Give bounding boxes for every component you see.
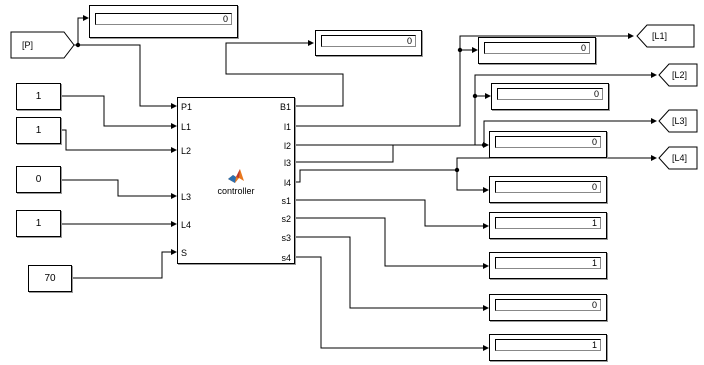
junction-l3 <box>481 142 487 148</box>
display-l4[interactable]: 0 <box>489 176 607 203</box>
wire-l1 <box>295 47 478 127</box>
constant-value: 0 <box>35 174 42 185</box>
wire-const2-l2 <box>61 129 177 153</box>
display-value: 0 <box>497 88 603 100</box>
display-value: 0 <box>321 35 416 47</box>
display-l2[interactable]: 0 <box>491 83 609 110</box>
junction-l2 <box>472 93 478 99</box>
wire-l3-tag <box>483 118 657 145</box>
port-out-s2: s2 <box>281 214 291 224</box>
display-s3[interactable]: 0 <box>489 294 607 321</box>
display-value: 0 <box>495 299 601 311</box>
tag-l4-shape <box>658 146 698 170</box>
tag-l1-shape <box>636 24 695 48</box>
wire-p-to-p1 <box>63 44 177 109</box>
constant-block-3[interactable]: 0 <box>16 166 61 193</box>
goto-tag-label: [P] <box>22 40 34 50</box>
constant-value: 1 <box>35 218 42 229</box>
display-value: 1 <box>495 217 601 229</box>
wire-const1-l1 <box>61 95 177 129</box>
wire-l4 <box>295 169 489 193</box>
port-out-l4: l4 <box>283 178 291 188</box>
display-value: 0 <box>95 13 232 25</box>
constant-value: 1 <box>35 125 42 136</box>
port-in-l2: L2 <box>181 146 192 156</box>
wire-l3 <box>295 142 489 163</box>
wire-s4 <box>295 256 489 351</box>
wire-s1 <box>295 199 489 229</box>
port-out-b1: B1 <box>279 102 291 112</box>
wire-s3 <box>295 236 489 311</box>
display-value: 1 <box>495 257 601 269</box>
tag-l3-label: [L3] <box>672 116 688 126</box>
port-in-l3: L3 <box>181 192 192 202</box>
port-out-l3: l3 <box>283 158 291 168</box>
wire-l2-tag <box>474 72 657 96</box>
port-out-s4: s4 <box>281 253 291 263</box>
constant-block-2[interactable]: 1 <box>16 117 61 144</box>
wire-p-to-display <box>77 15 89 45</box>
display-value: 1 <box>495 339 601 351</box>
port-out-s1: s1 <box>281 196 291 206</box>
display-value: 0 <box>495 181 601 193</box>
junction-l1 <box>457 47 463 53</box>
wire-const5-s <box>72 249 177 279</box>
port-in-p1: P1 <box>181 102 193 112</box>
port-in-l1: L1 <box>181 122 192 132</box>
display-s4[interactable]: 1 <box>489 334 607 361</box>
port-out-l2: l2 <box>283 141 291 151</box>
tag-l2-label: [L2] <box>672 70 688 80</box>
display-s1[interactable]: 1 <box>489 212 607 239</box>
constant-value: 70 <box>44 273 56 284</box>
port-in-l4: L4 <box>181 220 192 230</box>
display-value: 0 <box>495 136 601 148</box>
wire-l1-tag <box>459 33 634 50</box>
display-s2[interactable]: 1 <box>489 252 607 279</box>
display-top[interactable]: 0 <box>89 5 238 38</box>
wire-const3-l3 <box>61 179 177 199</box>
constant-block-1[interactable]: 1 <box>16 83 61 110</box>
display-b1[interactable]: 0 <box>315 30 422 56</box>
display-l1[interactable]: 0 <box>478 37 596 64</box>
wire-l4-tag <box>456 155 657 170</box>
constant-value: 1 <box>35 91 42 102</box>
wire-s2 <box>295 217 489 269</box>
tag-l2-shape <box>658 63 698 87</box>
display-value: 0 <box>484 42 590 54</box>
tag-l3-shape <box>658 109 698 133</box>
display-l3[interactable]: 0 <box>489 131 607 158</box>
controller-block[interactable]: P1 L1 L2 L3 L4 S B1 l1 l2 l3 l4 s1 s2 s3… <box>177 97 295 264</box>
wire-b1 <box>225 40 344 107</box>
junction-l4 <box>454 167 460 173</box>
tag-l4-label: [L4] <box>672 153 688 163</box>
constant-block-4[interactable]: 1 <box>16 210 61 237</box>
port-in-s: S <box>181 248 188 258</box>
controller-name: controller <box>217 186 255 196</box>
tag-l1-label: [L1] <box>652 31 668 41</box>
constant-block-5[interactable]: 70 <box>28 265 72 292</box>
wire-l2 <box>295 93 491 146</box>
junction-p <box>75 42 81 48</box>
goto-tag-shape <box>10 31 75 59</box>
port-out-l1: l1 <box>283 122 291 132</box>
matlab-function-icon <box>228 169 244 183</box>
port-out-s3: s3 <box>281 233 291 243</box>
